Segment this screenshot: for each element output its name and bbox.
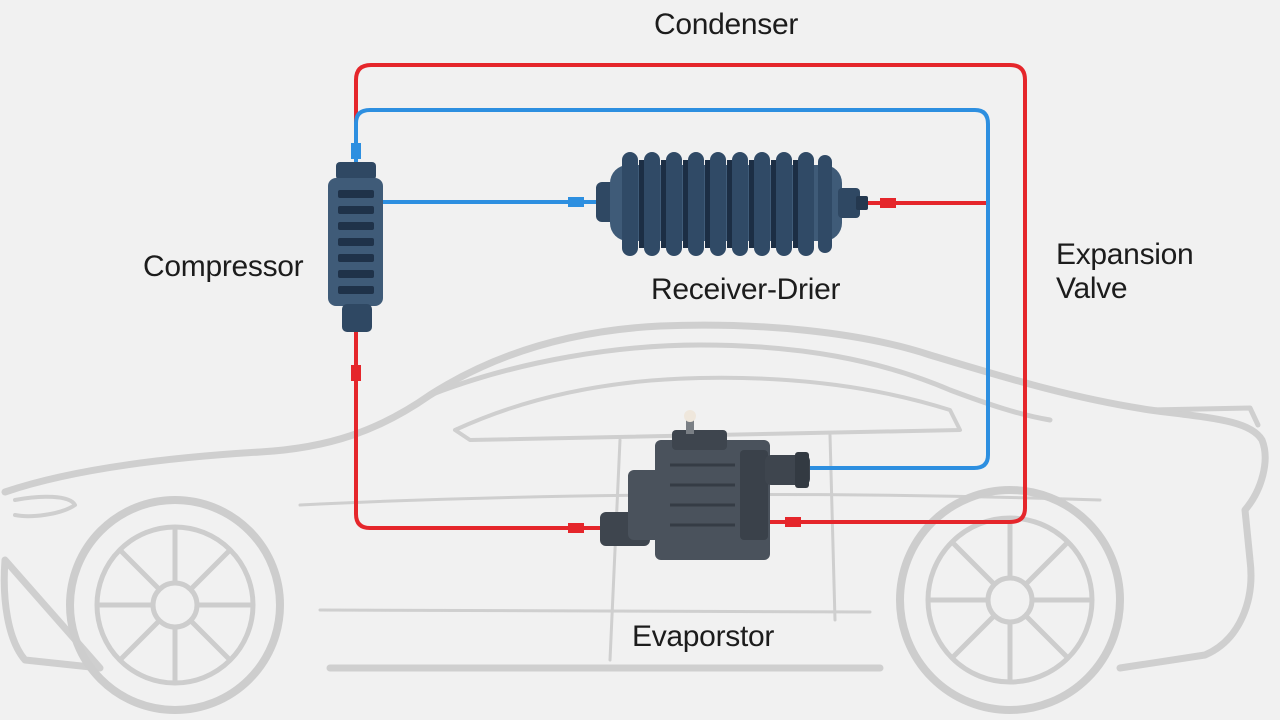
rear-wheel [896,486,1124,714]
evaporator-icon [600,410,810,560]
expansion-valve-label-line1: Expansion [1056,238,1194,271]
car-spoiler [1147,405,1261,428]
compressor-label: Compressor [143,250,304,283]
car-body-outline [0,321,1269,672]
receiver-drier-icon [596,152,868,256]
condenser-loop-red [354,63,1027,524]
front-wheel [66,496,284,714]
return-loop-blue [354,108,990,470]
receiver-drier-label: Receiver-Drier [651,273,841,306]
car-headlight [13,494,77,519]
car-silhouette [0,321,1269,672]
car-window [453,375,962,442]
compressor-icon [328,162,383,332]
compressor-to-evaporator-red [354,330,605,530]
line-fittings [351,143,896,533]
expansion-valve-label-line2: Valve [1056,272,1128,305]
car-door-line [608,433,837,662]
low-pressure-lines [354,108,990,470]
car-roofline [427,342,1053,423]
condenser-label: Condenser [654,8,799,41]
expansion-valve-label: Expansion Valve [1056,238,1194,306]
evaporator-label: Evaporstor [632,620,775,653]
car-rocker [318,608,872,614]
